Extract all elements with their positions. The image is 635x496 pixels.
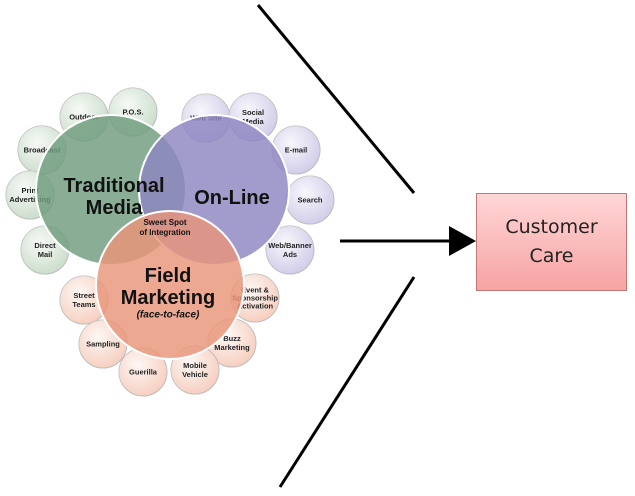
upper-funnel-line [256, 4, 416, 194]
satellite-label-broadcast: Broadcast [24, 146, 61, 155]
satellite-label-sampling: Sampling [86, 340, 120, 349]
satellite-label-outdoor: Outdoor [69, 113, 99, 122]
customer-care-box: Customer Care [476, 193, 627, 291]
face-to-face-label: (face-to-face) [137, 310, 200, 321]
online-label: On-Line [194, 187, 270, 209]
satellite-shine [266, 226, 314, 274]
customer-care-label: Customer Care [505, 216, 598, 267]
satellite-label-email: E-mail [285, 146, 308, 155]
main-circle-field [95, 210, 245, 360]
main-circles [35, 114, 290, 360]
satellite-label-search: Search [297, 196, 322, 205]
satellite-label-guerilla: Guerilla [129, 368, 158, 377]
satellite-shine [286, 176, 334, 224]
satellite-search: Search [285, 175, 335, 225]
satellite-label-pos: P.O.S. [122, 108, 143, 117]
satellite-guerilla: Guerilla [118, 347, 168, 397]
lower-funnel-line [278, 276, 416, 488]
satellite-shine [119, 348, 167, 396]
